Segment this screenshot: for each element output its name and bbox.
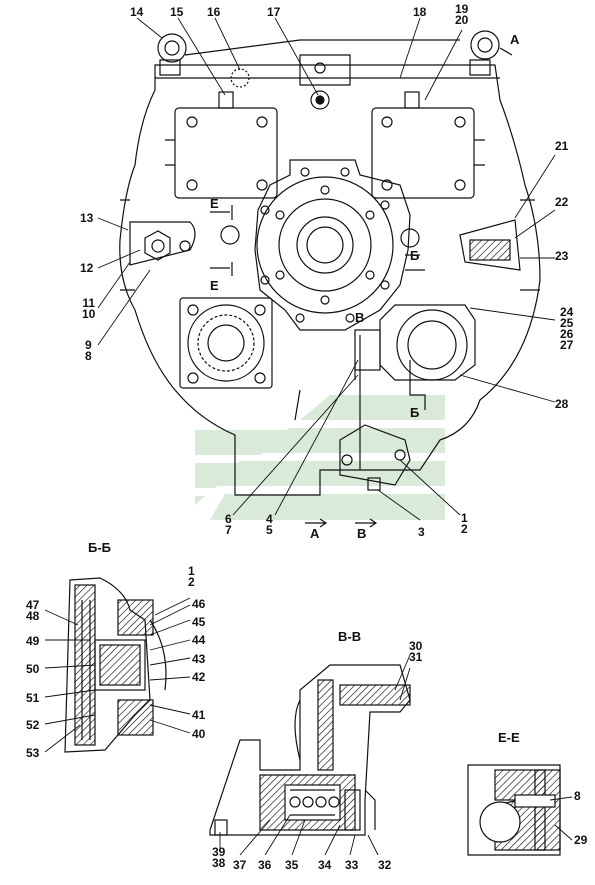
callout-6: 6: [225, 512, 232, 526]
section-mark-v-bottom: В: [357, 526, 367, 541]
callout-44: 44: [192, 633, 206, 647]
section-title-vv: В-В: [338, 629, 362, 644]
callout-16: 16: [207, 5, 221, 19]
section-mark-b-right: Б: [410, 248, 420, 263]
leader-lines: [97, 17, 556, 521]
section-vv: [209, 664, 411, 836]
callout-26: 26: [560, 327, 574, 341]
section-title-bb: Б-Б: [88, 540, 112, 555]
callout-12: 12: [80, 261, 94, 275]
callout-41: 41: [192, 708, 206, 722]
section-mark-b-lower: Б: [410, 405, 420, 420]
callout-40: 40: [192, 727, 206, 741]
callout-30-31: 30 31: [409, 639, 423, 664]
callout-24-27: 24 25 26 27: [560, 305, 574, 352]
callout-42: 42: [192, 670, 206, 684]
callout-5: 5: [266, 523, 273, 537]
callout-37: 37: [233, 858, 247, 872]
callout-1-2: 1 2: [461, 511, 468, 536]
callout-47-48: 47 48: [26, 598, 40, 623]
section-title-ee: Е-Е: [498, 730, 520, 745]
callout-39: 39: [212, 845, 226, 859]
callout-13: 13: [80, 211, 94, 225]
section-mark-e-upper: Е: [210, 196, 219, 211]
callout-29: 29: [574, 833, 588, 847]
callout-11-10: 11 10: [82, 296, 96, 321]
callout-23: 23: [555, 249, 569, 263]
callout-52: 52: [26, 718, 40, 732]
callout-24: 24: [560, 305, 574, 319]
callout-3: 3: [418, 525, 425, 539]
callout-2-bb: 2: [188, 575, 195, 589]
callout-49: 49: [26, 634, 40, 648]
leader-lines-bb: [44, 597, 191, 753]
callout-38: 38: [212, 856, 226, 870]
callout-8-main: 8: [85, 349, 92, 363]
callout-17: 17: [267, 5, 281, 19]
callout-11: 11: [82, 296, 96, 310]
callout-53: 53: [26, 746, 40, 760]
callout-20: 20: [455, 13, 469, 27]
leader-lines-vv: [219, 654, 411, 856]
callout-43: 43: [192, 652, 206, 666]
callout-9: 9: [85, 338, 92, 352]
callout-4-5: 4 5: [266, 512, 273, 537]
callout-10: 10: [82, 307, 96, 321]
callout-34: 34: [318, 858, 332, 872]
callout-18: 18: [413, 5, 427, 19]
callout-39-38: 39 38: [212, 845, 226, 870]
callout-30: 30: [409, 639, 423, 653]
callout-1: 1: [461, 511, 468, 525]
callout-2: 2: [461, 522, 468, 536]
leader-lines-ee: [549, 796, 573, 841]
callout-4: 4: [266, 512, 273, 526]
callout-1-bb: 1: [188, 564, 195, 578]
callout-21: 21: [555, 139, 569, 153]
callout-15: 15: [170, 5, 184, 19]
callout-25: 25: [560, 316, 574, 330]
callout-35: 35: [285, 858, 299, 872]
callout-1-2-bb: 1 2: [188, 564, 195, 589]
watermark-logo: [195, 395, 445, 520]
callout-19: 19: [455, 2, 469, 16]
callout-8-ee: 8: [574, 789, 581, 803]
callout-22: 22: [555, 195, 569, 209]
callout-14: 14: [130, 5, 144, 19]
callout-47: 47: [26, 598, 40, 612]
callout-36: 36: [258, 858, 272, 872]
callout-28: 28: [555, 397, 569, 411]
callout-50: 50: [26, 662, 40, 676]
section-ee: [467, 764, 561, 856]
main-view: [119, 30, 541, 528]
callout-19-20: 19 20: [455, 2, 469, 27]
callout-6-7: 6 7: [225, 512, 232, 537]
section-mark-e-lower: Е: [210, 278, 219, 293]
callout-51: 51: [26, 691, 40, 705]
callout-31: 31: [409, 650, 423, 664]
callout-9-8: 9 8: [85, 338, 92, 363]
section-mark-v-top: В: [355, 310, 365, 325]
callout-33: 33: [345, 858, 359, 872]
section-bb: [64, 577, 167, 753]
section-mark-a-bottom: А: [310, 526, 320, 541]
section-mark-a-top: А: [510, 32, 520, 47]
callout-32: 32: [378, 858, 392, 872]
callout-7: 7: [225, 523, 232, 537]
callout-27: 27: [560, 338, 574, 352]
callout-48: 48: [26, 609, 40, 623]
callout-45: 45: [192, 615, 206, 629]
callout-46: 46: [192, 597, 206, 611]
